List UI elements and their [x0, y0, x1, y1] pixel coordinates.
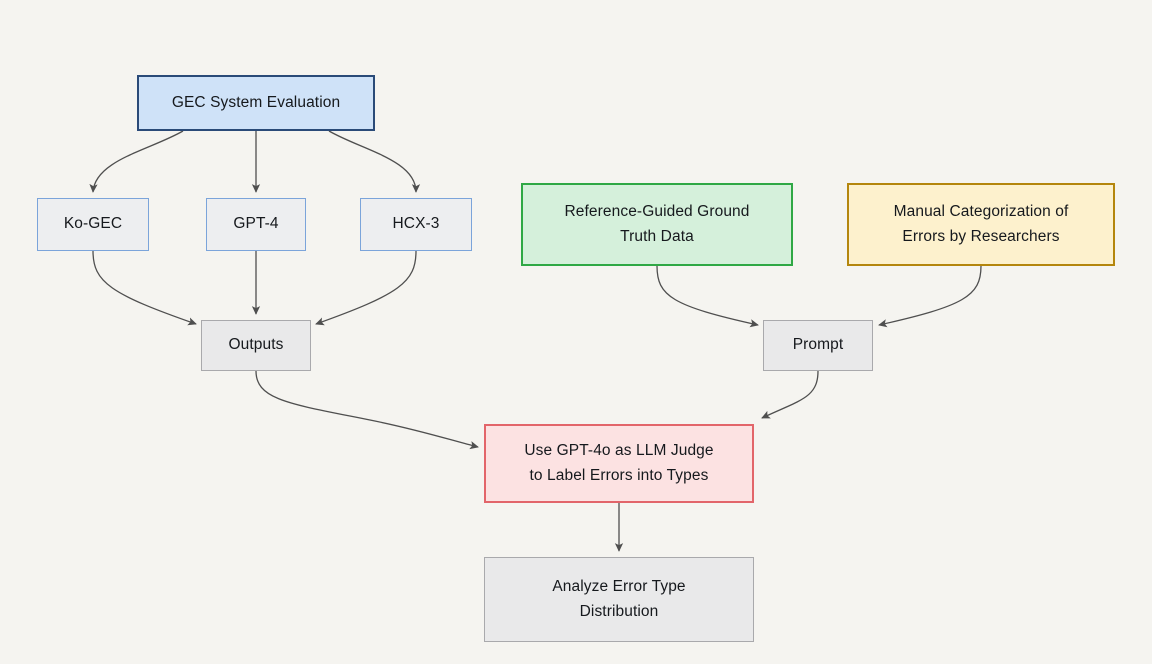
node-gpt-4[interactable]: GPT-4 — [206, 198, 306, 251]
node-outputs[interactable]: Outputs — [201, 320, 311, 371]
edge-root-to-hcx3 — [328, 130, 421, 193]
edge-prompt-to-judge — [761, 370, 819, 419]
edge-hcx3-to-outputs — [315, 250, 417, 326]
node-gec-system-evaluation[interactable]: GEC System Evaluation — [137, 75, 375, 131]
node-ko-gec[interactable]: Ko-GEC — [37, 198, 149, 251]
node-label: Manual Categorization of Errors by Resea… — [893, 203, 1069, 245]
node-label: Use GPT-4o as LLM Judge to Label Errors … — [524, 442, 714, 484]
node-label: Prompt — [792, 336, 844, 354]
node-use-gpt-4o-as-llm-judge[interactable]: Use GPT-4o as LLM Judge to Label Errors … — [484, 424, 754, 503]
node-label: Ko-GEC — [63, 215, 123, 233]
node-hcx-3[interactable]: HCX-3 — [360, 198, 472, 251]
edge-ko-gec-to-outputs — [92, 250, 197, 326]
node-manual-categorization-of-errors[interactable]: Manual Categorization of Errors by Resea… — [847, 183, 1115, 266]
node-prompt[interactable]: Prompt — [763, 320, 873, 371]
edge-ground-truth-to-prompt — [656, 265, 759, 328]
edge-root-to-ko-gec — [89, 130, 184, 193]
node-label: Reference-Guided Ground Truth Data — [564, 203, 750, 245]
node-label: GEC System Evaluation — [171, 93, 341, 111]
node-reference-guided-ground-truth-data[interactable]: Reference-Guided Ground Truth Data — [521, 183, 793, 266]
edge-outputs-to-judge — [255, 370, 479, 450]
node-label: Analyze Error Type Distribution — [552, 578, 686, 620]
node-label: GPT-4 — [233, 215, 279, 233]
node-analyze-error-type-distribution[interactable]: Analyze Error Type Distribution — [484, 557, 754, 642]
edge-manual-categorization-to-prompt — [878, 265, 982, 328]
node-label: HCX-3 — [392, 215, 440, 233]
node-label: Outputs — [228, 336, 284, 354]
